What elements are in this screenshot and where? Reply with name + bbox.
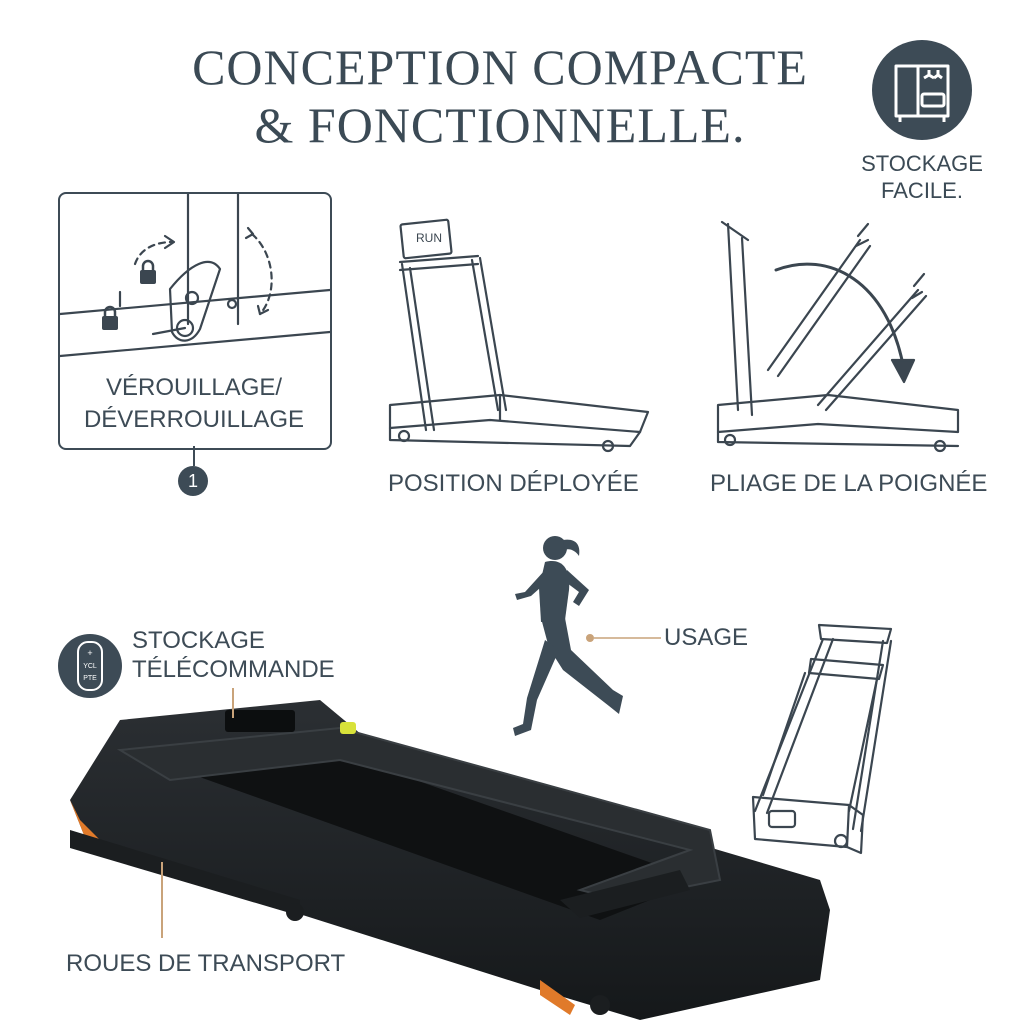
lock-mechanism-illustration [60, 194, 330, 358]
usage-pointer-line [586, 634, 661, 642]
runner-icon [513, 536, 623, 736]
lock-label: VÉROUILLAGE/ DÉVERROUILLAGE [58, 372, 330, 436]
remote-label-line-2: TÉLÉCOMMANDE [132, 656, 335, 683]
title-line-2: & FONCTIONNELLE. [254, 97, 746, 153]
wheels-pointer-line [161, 862, 163, 938]
storage-badge [872, 40, 972, 140]
storage-label-line-1: STOCKAGE [861, 151, 983, 176]
remote-control-icon: + YCL PTE [77, 641, 103, 691]
folding-handle-illustration [716, 220, 960, 453]
remote-control-badge: + YCL PTE [58, 634, 122, 698]
display-screen-text: RUN [416, 231, 442, 245]
remote-ycl-text: YCL [83, 663, 97, 670]
page-title: CONCEPTION COMPACTE & FONCTIONNELLE. [140, 38, 860, 154]
step-connector [193, 446, 195, 466]
wardrobe-icon [894, 64, 950, 122]
remote-pointer-line [232, 688, 234, 718]
lock-label-line-1: VÉROUILLAGE/ [105, 374, 283, 401]
remote-storage-label: STOCKAGE TÉLÉCOMMANDE [132, 626, 335, 684]
treadmill-frame [70, 700, 830, 1020]
deployed-position-label: POSITION DÉPLOYÉE [388, 470, 639, 497]
upright-folded-treadmill-illustration [751, 623, 893, 855]
deployed-treadmill-illustration: RUN [388, 218, 650, 453]
step-number-badge: 1 [178, 466, 208, 496]
lock-label-line-2: DÉVERROUILLAGE [83, 406, 305, 433]
lock-detail-panel [58, 192, 332, 450]
usage-label: USAGE [664, 624, 749, 651]
safety-key [340, 722, 356, 734]
transport-wheels-label: ROUES DE TRANSPORT [66, 950, 346, 977]
storage-label: STOCKAGE FACILE. [840, 150, 1004, 204]
remote-label-line-1: STOCKAGE [132, 627, 265, 654]
folding-handle-label: PLIAGE DE LA POIGNÉE [710, 470, 988, 497]
remote-plus-text: + [87, 648, 92, 658]
remote-pte-text: PTE [83, 675, 97, 682]
storage-label-line-2: FACILE. [881, 178, 963, 203]
title-line-1: CONCEPTION COMPACTE [192, 39, 808, 95]
padlock-icon [102, 259, 156, 330]
treadmill-product-image [70, 700, 830, 1020]
